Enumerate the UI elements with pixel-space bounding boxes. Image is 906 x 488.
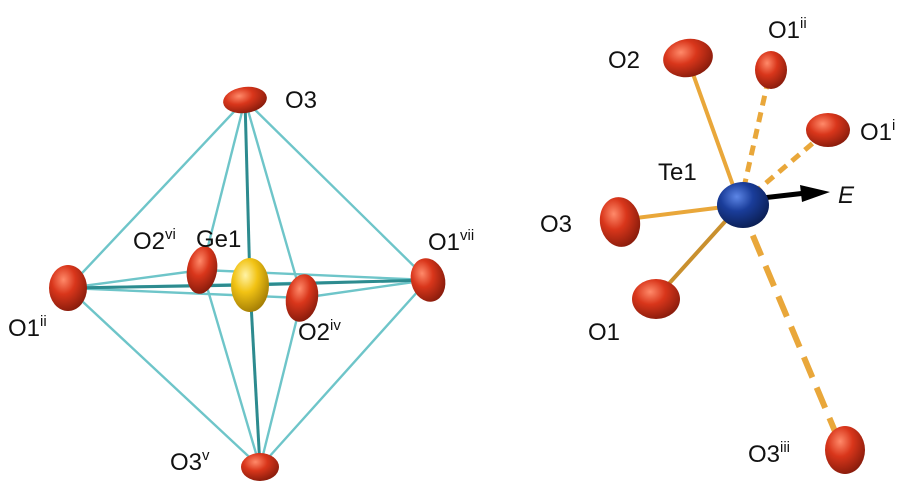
atom-o2iv <box>285 274 319 322</box>
atom-o1vii <box>410 258 446 302</box>
atom-o3 <box>223 86 267 114</box>
bond-te1-o2 <box>686 58 742 207</box>
label-o3v: O3v <box>170 447 210 476</box>
atom-o3 <box>599 197 641 247</box>
label-o1i: O1i <box>860 117 895 146</box>
atom-te1 <box>717 182 769 228</box>
lone-pair-arrow <box>761 185 830 202</box>
label-te1: Te1 <box>658 159 697 186</box>
atom-o2 <box>663 38 713 78</box>
arrow-head <box>800 185 830 202</box>
label-e: E <box>838 182 855 209</box>
label-o1: O1 <box>588 319 620 346</box>
atom-o1 <box>632 279 680 319</box>
label-o1vii: O1vii <box>428 227 474 256</box>
label-o1ii: O1ii <box>768 15 807 44</box>
edge-o1ii-o2vi <box>67 268 203 290</box>
te-environment: O2 O1ii O1i Te1 E O3 O1 O3iii <box>540 15 895 474</box>
label-o2: O2 <box>608 47 640 74</box>
label-o2vi: O2vi <box>133 226 176 255</box>
ge-o-bonds <box>67 99 429 468</box>
edge-o1vii-o2iv <box>301 278 429 300</box>
label-ge1: Ge1 <box>196 226 241 253</box>
label-o2iv: O2iv <box>298 317 341 346</box>
edge-o3v-o2iv <box>258 297 304 468</box>
atom-o1ii <box>755 51 787 89</box>
edge-o3-o1vii <box>244 99 429 281</box>
edge-o3v-o2vi <box>200 269 262 468</box>
atom-o1i <box>806 113 850 147</box>
bond-ge1-o1vii <box>249 278 429 287</box>
atom-ge1 <box>231 258 269 312</box>
label-o3: O3 <box>285 87 317 114</box>
atom-o3iii <box>825 426 865 474</box>
edge-o3-o2iv <box>243 99 304 299</box>
ge-octahedron: O3 O2vi Ge1 O1vii O1ii O2iv O3v <box>8 86 474 481</box>
atom-o1ii <box>49 265 87 311</box>
edge-o3v-o1vii <box>259 279 429 468</box>
atom-o3v <box>241 453 279 481</box>
label-o1ii: O1ii <box>8 313 47 342</box>
atom-o2vi <box>186 246 218 294</box>
bond-ge1-o1ii <box>67 283 251 290</box>
label-o3iii: O3iii <box>748 439 790 468</box>
bond-ge1-o3v <box>248 284 262 468</box>
contact-te1-o3iii <box>737 203 845 450</box>
arrow-shaft <box>761 190 807 201</box>
edge-o3v-o1ii <box>67 287 261 468</box>
edge-o3-o1ii <box>67 99 246 289</box>
edge-o3-o2vi <box>200 99 247 271</box>
label-o3: O3 <box>540 211 572 238</box>
bond-ge1-o3 <box>243 99 252 286</box>
